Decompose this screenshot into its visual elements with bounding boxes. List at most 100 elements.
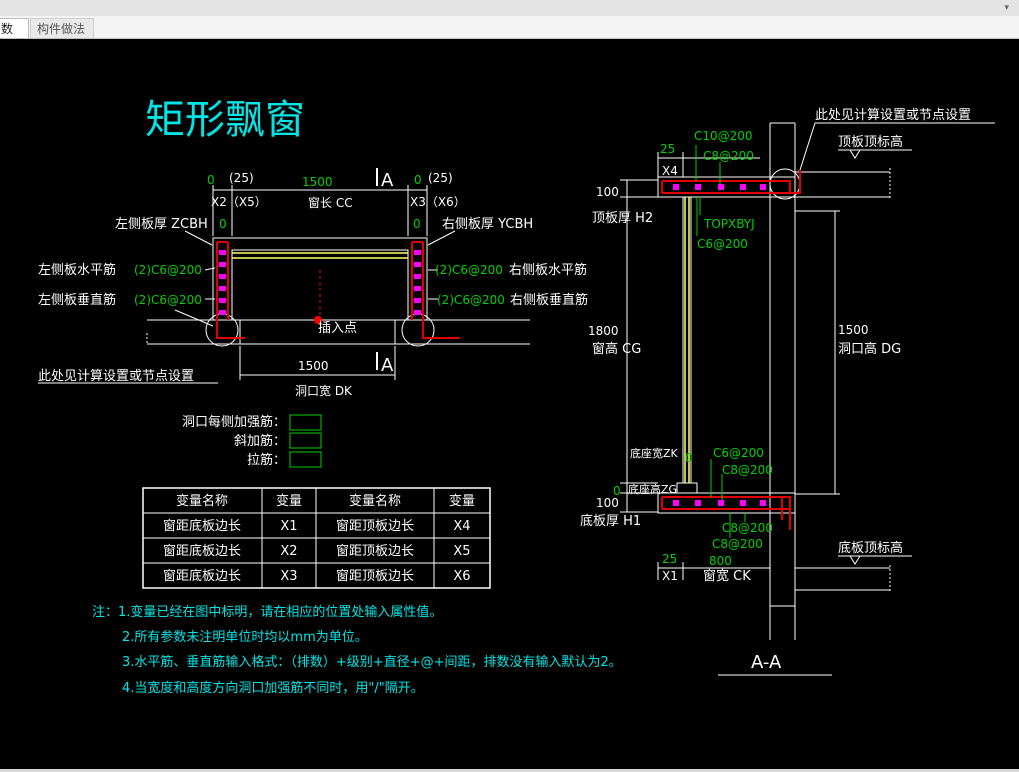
- section-view: [620, 122, 995, 676]
- dzg-value: 0: [613, 484, 621, 498]
- h2-label: 顶板厚 H2: [592, 211, 653, 226]
- table-header: 变量名称: [349, 493, 401, 509]
- plan-glass: [232, 252, 408, 259]
- section-labels: 此处见计算设置或节点设置 顶板顶标高 25 X4 C10@200 C8@200 …: [580, 108, 971, 673]
- table-cell: 窗距底板边长: [163, 518, 241, 534]
- table-header: 变量名称: [176, 493, 228, 509]
- zcbh-label: 左侧板厚 ZCBH: [115, 217, 208, 232]
- section-title: A-A: [751, 652, 782, 673]
- c6-bottom-value: C6@200: [713, 446, 764, 460]
- x1-label: X1: [662, 569, 678, 583]
- right-v-rebar-value: (2)C6@200: [437, 293, 505, 307]
- section-rebar: [661, 170, 801, 530]
- opening-rebar-label: 洞口每侧加强筋：: [182, 414, 286, 430]
- dzk-value: 0: [685, 451, 693, 465]
- table-cell: 窗距顶板边长: [336, 568, 414, 584]
- dim-x2-label: X2（X5）: [211, 195, 267, 209]
- right-h-rebar-value: (2)C6@200: [435, 263, 503, 277]
- h1-label: 底板厚 H1: [580, 513, 641, 529]
- note-2: 2.所有参数未注明单位时均以mm为单位。: [122, 629, 368, 645]
- plan-node-note: 此处见计算设置或节点设置: [38, 369, 194, 384]
- dim-cc-label: 窗长 CC: [308, 196, 353, 210]
- diagonal-rebar-input[interactable]: [289, 432, 322, 449]
- table-cell: X1: [280, 519, 297, 534]
- insert-point-marker: [314, 316, 322, 324]
- zcbh-value: 0: [219, 217, 227, 231]
- table-cell: X5: [453, 544, 470, 559]
- tab-diagram[interactable]: 数图: [0, 18, 29, 56]
- tab-bar: 数图 构件做法: [0, 16, 1019, 56]
- table-cell: 窗距顶板边长: [336, 518, 414, 534]
- rebar-inputs: 洞口每侧加强筋： 斜加筋： 拉筋：: [182, 414, 322, 468]
- table-header: 变量: [449, 493, 475, 509]
- h1-value: 100: [596, 496, 619, 510]
- left-v-rebar-label: 左侧板垂直筋: [38, 292, 116, 308]
- top-toolbar: ▾: [0, 0, 1019, 17]
- note-3: 3.水平筋、垂直筋输入格式：（排数）+级别+直径+@+间距，排数没有输入默认为2…: [122, 654, 622, 670]
- top-elevation-label: 顶板顶标高: [838, 134, 903, 150]
- note-1: 注：1.变量已经在图中标明，请在相应的位置处输入属性值。: [92, 604, 442, 620]
- cg-label: 窗高 CG: [592, 341, 641, 357]
- table-cell: X3: [280, 569, 297, 584]
- x4-label: X4: [662, 164, 678, 178]
- caret-down-icon[interactable]: ▾: [1004, 3, 1009, 13]
- h2-value: 100: [596, 185, 619, 199]
- ycbh-label: 右侧板厚 YCBH: [442, 217, 533, 232]
- plan-rebar-dots: [219, 250, 421, 315]
- section-glass: [684, 197, 690, 483]
- variable-table-text: 变量名称 变量 变量名称 变量 窗距底板边长 X1 窗距顶板边长 X4 窗距底板…: [163, 493, 475, 584]
- dim-cc-value: 1500: [302, 175, 333, 189]
- c8-bottom-value-3: C8@200: [712, 537, 763, 551]
- x1-value: 25: [662, 552, 677, 566]
- dzg-label: 底座高ZG: [628, 482, 677, 496]
- table-cell: X2: [280, 544, 297, 559]
- table-header: 变量: [276, 493, 302, 509]
- plan-labels: 0 (25) X2（X5） 1500 窗长 CC 0 (25) X3（X6） A…: [38, 170, 588, 398]
- x4-value: 25: [660, 142, 675, 156]
- insert-point-label: 插入点: [318, 321, 357, 336]
- right-h-rebar-label: 右侧板水平筋: [509, 262, 587, 278]
- opening-rebar-input[interactable]: [289, 414, 322, 431]
- variable-table: [142, 487, 491, 589]
- ycbh-value: 0: [413, 217, 421, 231]
- dg-value: 1500: [838, 323, 869, 337]
- table-cell: 窗距顶板边长: [336, 543, 414, 559]
- section-rebar-dots: [673, 184, 766, 506]
- dim-x5-value: (25): [229, 171, 254, 185]
- tie-rebar-input[interactable]: [289, 451, 322, 468]
- bottom-bar: [0, 769, 1019, 772]
- left-v-rebar-value: (2)C6@200: [134, 293, 202, 307]
- tab-component-method[interactable]: 构件做法: [30, 18, 94, 38]
- table-cell: X6: [453, 569, 470, 584]
- bay-window-drawing: 矩形飘窗: [38, 97, 995, 696]
- c8-bottom-value-1: C8@200: [722, 463, 773, 477]
- tie-rebar-label: 拉筋：: [247, 452, 286, 468]
- c10-top-value: C10@200: [694, 129, 753, 143]
- dim-x3-value: 0: [414, 173, 422, 187]
- plan-rebar: [216, 241, 460, 339]
- section-mark-top: A: [381, 170, 394, 191]
- bottom-elevation-label: 底板顶标高: [838, 540, 903, 556]
- table-cell: X4: [453, 519, 470, 534]
- ck-label: 窗宽 CK: [703, 568, 751, 584]
- left-h-rebar-label: 左侧板水平筋: [38, 262, 116, 278]
- left-h-rebar-value: (2)C6@200: [134, 263, 202, 277]
- drawing-canvas: 矩形飘窗: [0, 39, 1019, 770]
- ck-value: 800: [709, 554, 732, 568]
- page-title: 矩形飘窗: [145, 97, 305, 143]
- dim-x2-value: 0: [207, 173, 215, 187]
- section-node-note: 此处见计算设置或节点设置: [815, 108, 971, 123]
- table-cell: 窗距底板边长: [163, 543, 241, 559]
- right-v-rebar-label: 右侧板垂直筋: [510, 292, 588, 308]
- section-leaders: [695, 145, 746, 538]
- notes: 注：1.变量已经在图中标明，请在相应的位置处输入属性值。 2.所有参数未注明单位…: [92, 604, 622, 696]
- note-4: 4.当宽度和高度方向洞口加强筋不同时，用"/"隔开。: [122, 680, 424, 696]
- c6-top-value: C6@200: [697, 237, 748, 251]
- c8-top-value: C8@200: [703, 149, 754, 163]
- c8-bottom-value-2: C8@200: [722, 521, 773, 535]
- dim-dk-label: 洞口宽 DK: [295, 383, 353, 398]
- dg-label: 洞口高 DG: [838, 341, 901, 357]
- cg-value: 1800: [588, 324, 619, 338]
- dim-dk-value: 1500: [298, 359, 329, 373]
- dim-x3-label: X3（X6）: [410, 195, 466, 209]
